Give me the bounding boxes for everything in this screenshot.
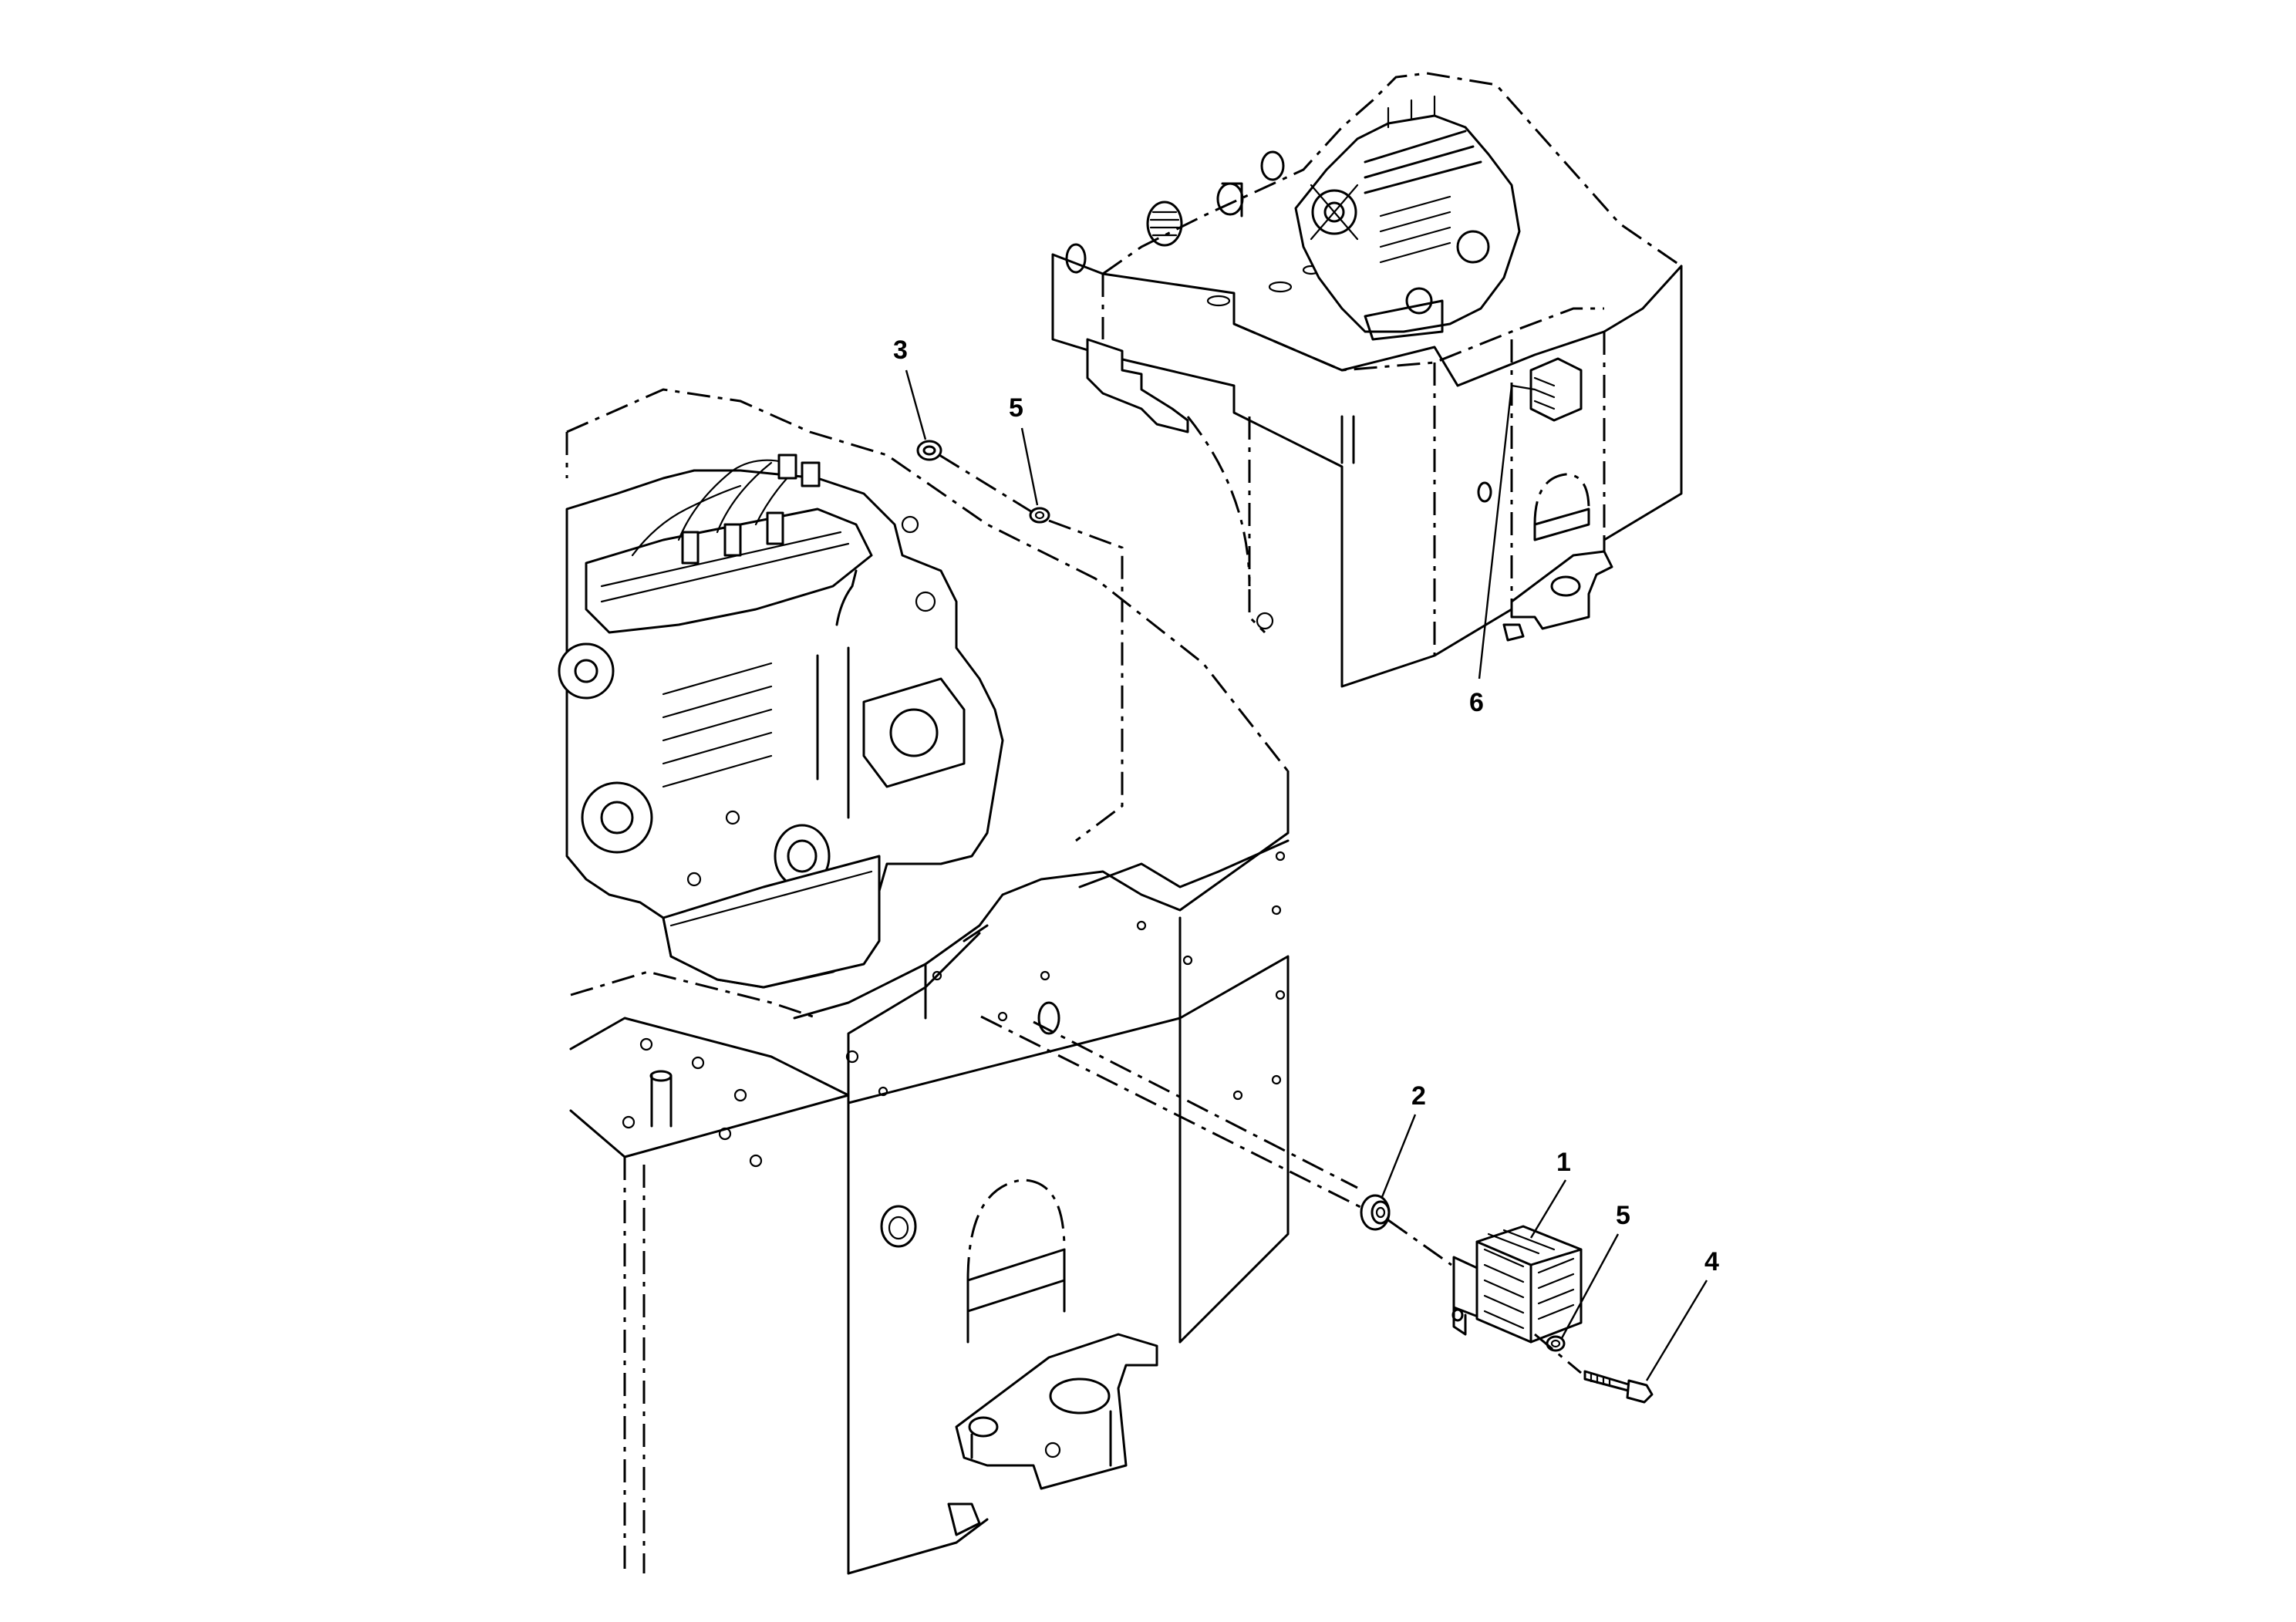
leader-1 — [1529, 1179, 1567, 1239]
main-engine — [558, 454, 1004, 989]
callout-3: 3 — [893, 336, 908, 365]
inset-backup-alarm — [1529, 357, 1583, 422]
exploded-parts — [916, 440, 1654, 1404]
leader-4 — [1645, 1280, 1708, 1381]
chassis-phantom-outline-left — [570, 970, 818, 1020]
main-chassis-frame — [565, 388, 1290, 1575]
inset-machine-assembly — [1051, 72, 1683, 688]
washer-item-5-lower — [1546, 1335, 1566, 1352]
leader-2 — [1381, 1114, 1417, 1198]
callout-5-upper: 5 — [1009, 393, 1023, 423]
backup-alarm-item-1 — [1451, 1225, 1583, 1344]
callout-leaders — [905, 369, 1708, 1381]
washer-item-5-upper — [1029, 507, 1050, 524]
callout-6: 6 — [1469, 688, 1484, 717]
leader-5-lower — [1560, 1233, 1620, 1339]
lift-eye — [955, 1333, 1158, 1490]
inset-lift-eye — [1510, 550, 1613, 630]
alarm-mount-hole — [1037, 1001, 1060, 1035]
callout-5-lower: 5 — [1616, 1201, 1630, 1230]
leader-3 — [905, 369, 927, 440]
grommet-item-2 — [1360, 1194, 1391, 1231]
nut-item-3 — [916, 440, 942, 461]
callout-2: 2 — [1411, 1081, 1426, 1111]
callout-1: 1 — [1556, 1148, 1571, 1177]
inset-vent-grille — [1146, 201, 1183, 247]
callout-4: 4 — [1704, 1247, 1719, 1276]
leader-5-upper — [1020, 427, 1039, 506]
chassis-phantom-outline-top — [566, 388, 1290, 772]
bolt-item-4 — [1583, 1370, 1654, 1404]
callout-labels: 3 5 2 1 5 4 6 — [893, 336, 1719, 1276]
leader-6 — [1478, 384, 1536, 679]
